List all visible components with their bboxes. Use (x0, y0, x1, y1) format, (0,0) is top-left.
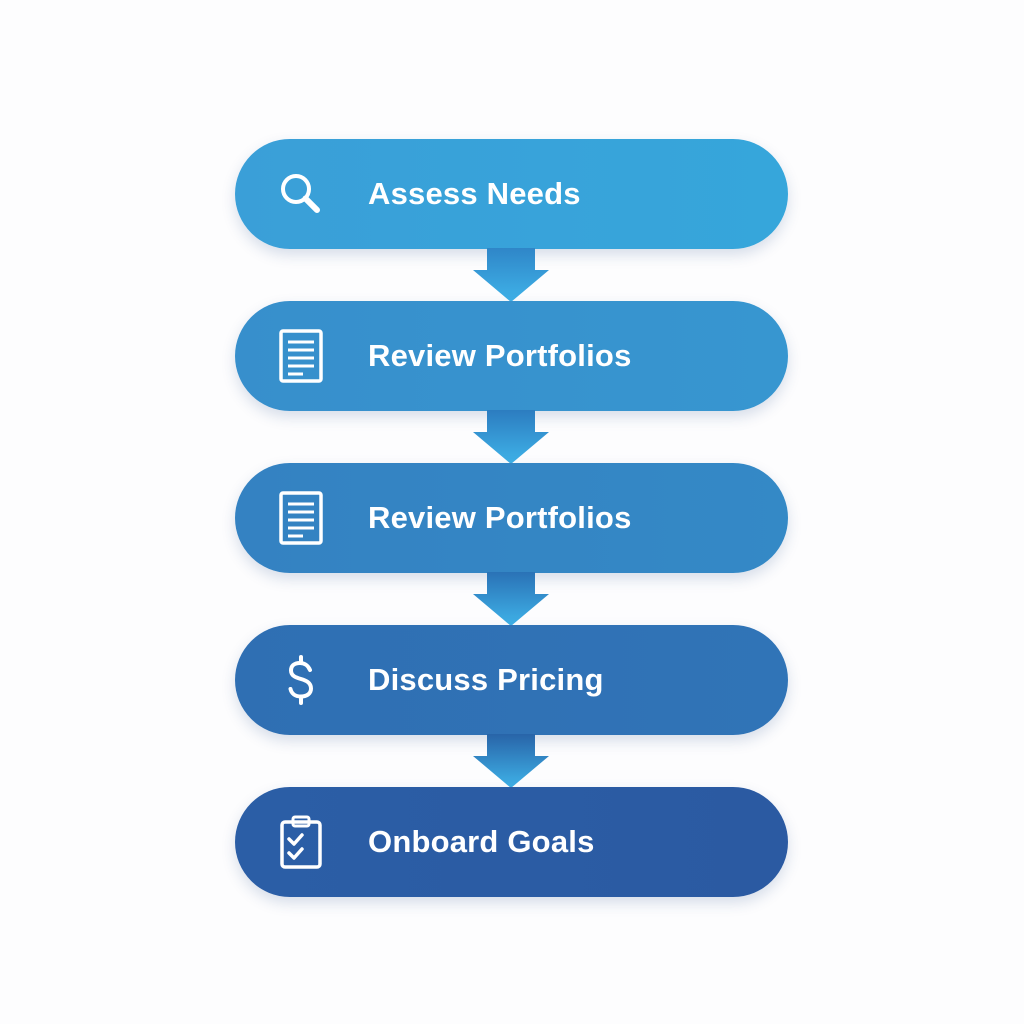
down-arrow-icon (473, 734, 549, 788)
process-flow: Assess Needs (235, 139, 788, 897)
clipboard-check-icon (273, 814, 329, 870)
step-review-portfolios: Review Portfolios (235, 463, 788, 573)
document-icon (273, 328, 329, 384)
step-label: Assess Needs (368, 176, 581, 211)
step-label: Review Portfolios (368, 500, 632, 535)
down-arrow-icon (473, 410, 549, 464)
step-label: Discuss Pricing (368, 662, 604, 697)
dollar-icon (273, 652, 329, 708)
step-review-portfolios: Review Portfolios (235, 301, 788, 411)
step-assess-needs: Assess Needs (235, 139, 788, 249)
arrow-connector (235, 572, 788, 626)
step-label: Onboard Goals (368, 824, 595, 859)
step-label: Review Portfolios (368, 338, 632, 373)
document-icon (273, 490, 329, 546)
down-arrow-icon (473, 248, 549, 302)
arrow-connector (235, 248, 788, 302)
step-onboard-goals: Onboard Goals (235, 787, 788, 897)
step-discuss-pricing: Discuss Pricing (235, 625, 788, 735)
down-arrow-icon (473, 572, 549, 626)
arrow-connector (235, 734, 788, 788)
search-icon (273, 166, 329, 222)
arrow-connector (235, 410, 788, 464)
